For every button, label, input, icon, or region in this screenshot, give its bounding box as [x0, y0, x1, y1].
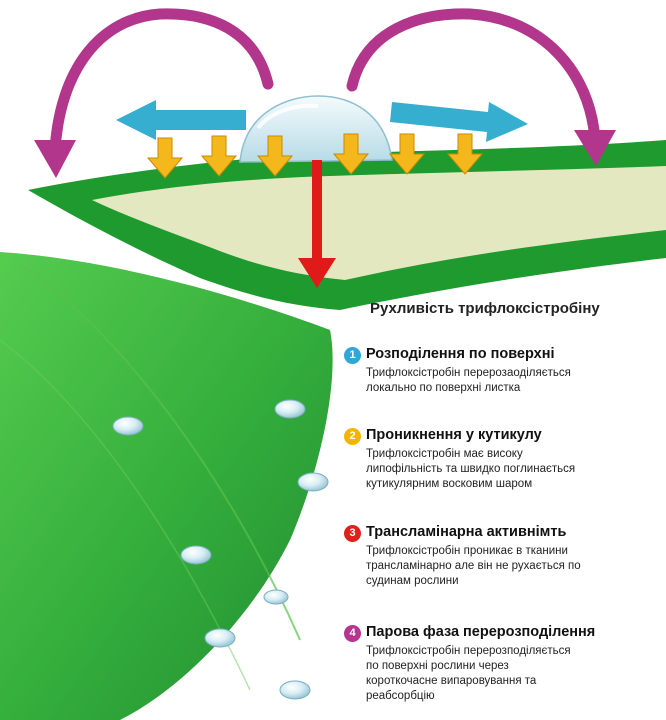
item-description: Трифлоксістробін перерозподіляється по п…: [366, 644, 666, 704]
item-title: Парова фаза перерозподілення: [366, 624, 595, 640]
water-dome: [240, 96, 392, 162]
number-badge: 4: [344, 625, 361, 642]
item-description: Трифлоксістробін проникає в тканини тран…: [366, 544, 666, 589]
droplet: [280, 681, 310, 699]
leaf-surface: [0, 252, 333, 720]
number-badge: 3: [344, 525, 361, 542]
droplet: [113, 417, 143, 435]
droplet: [205, 629, 235, 647]
item-title: Трансламінарна активнімть: [366, 524, 566, 540]
item-description: Трифлоксістробін має високу липофільніст…: [366, 447, 666, 492]
number-badge: 2: [344, 428, 361, 445]
legend-title: Рухливість трифлоксістробіну: [370, 300, 600, 317]
droplet: [181, 546, 211, 564]
droplet: [275, 400, 305, 418]
item-description: Трифлоксістробін перерозаоділяється лока…: [366, 366, 666, 396]
number-badge: 1: [344, 347, 361, 364]
droplet: [264, 590, 288, 604]
droplet: [298, 473, 328, 491]
item-title: Розподілення по поверхні: [366, 346, 555, 362]
item-title: Проникнення у кутикулу: [366, 427, 542, 443]
